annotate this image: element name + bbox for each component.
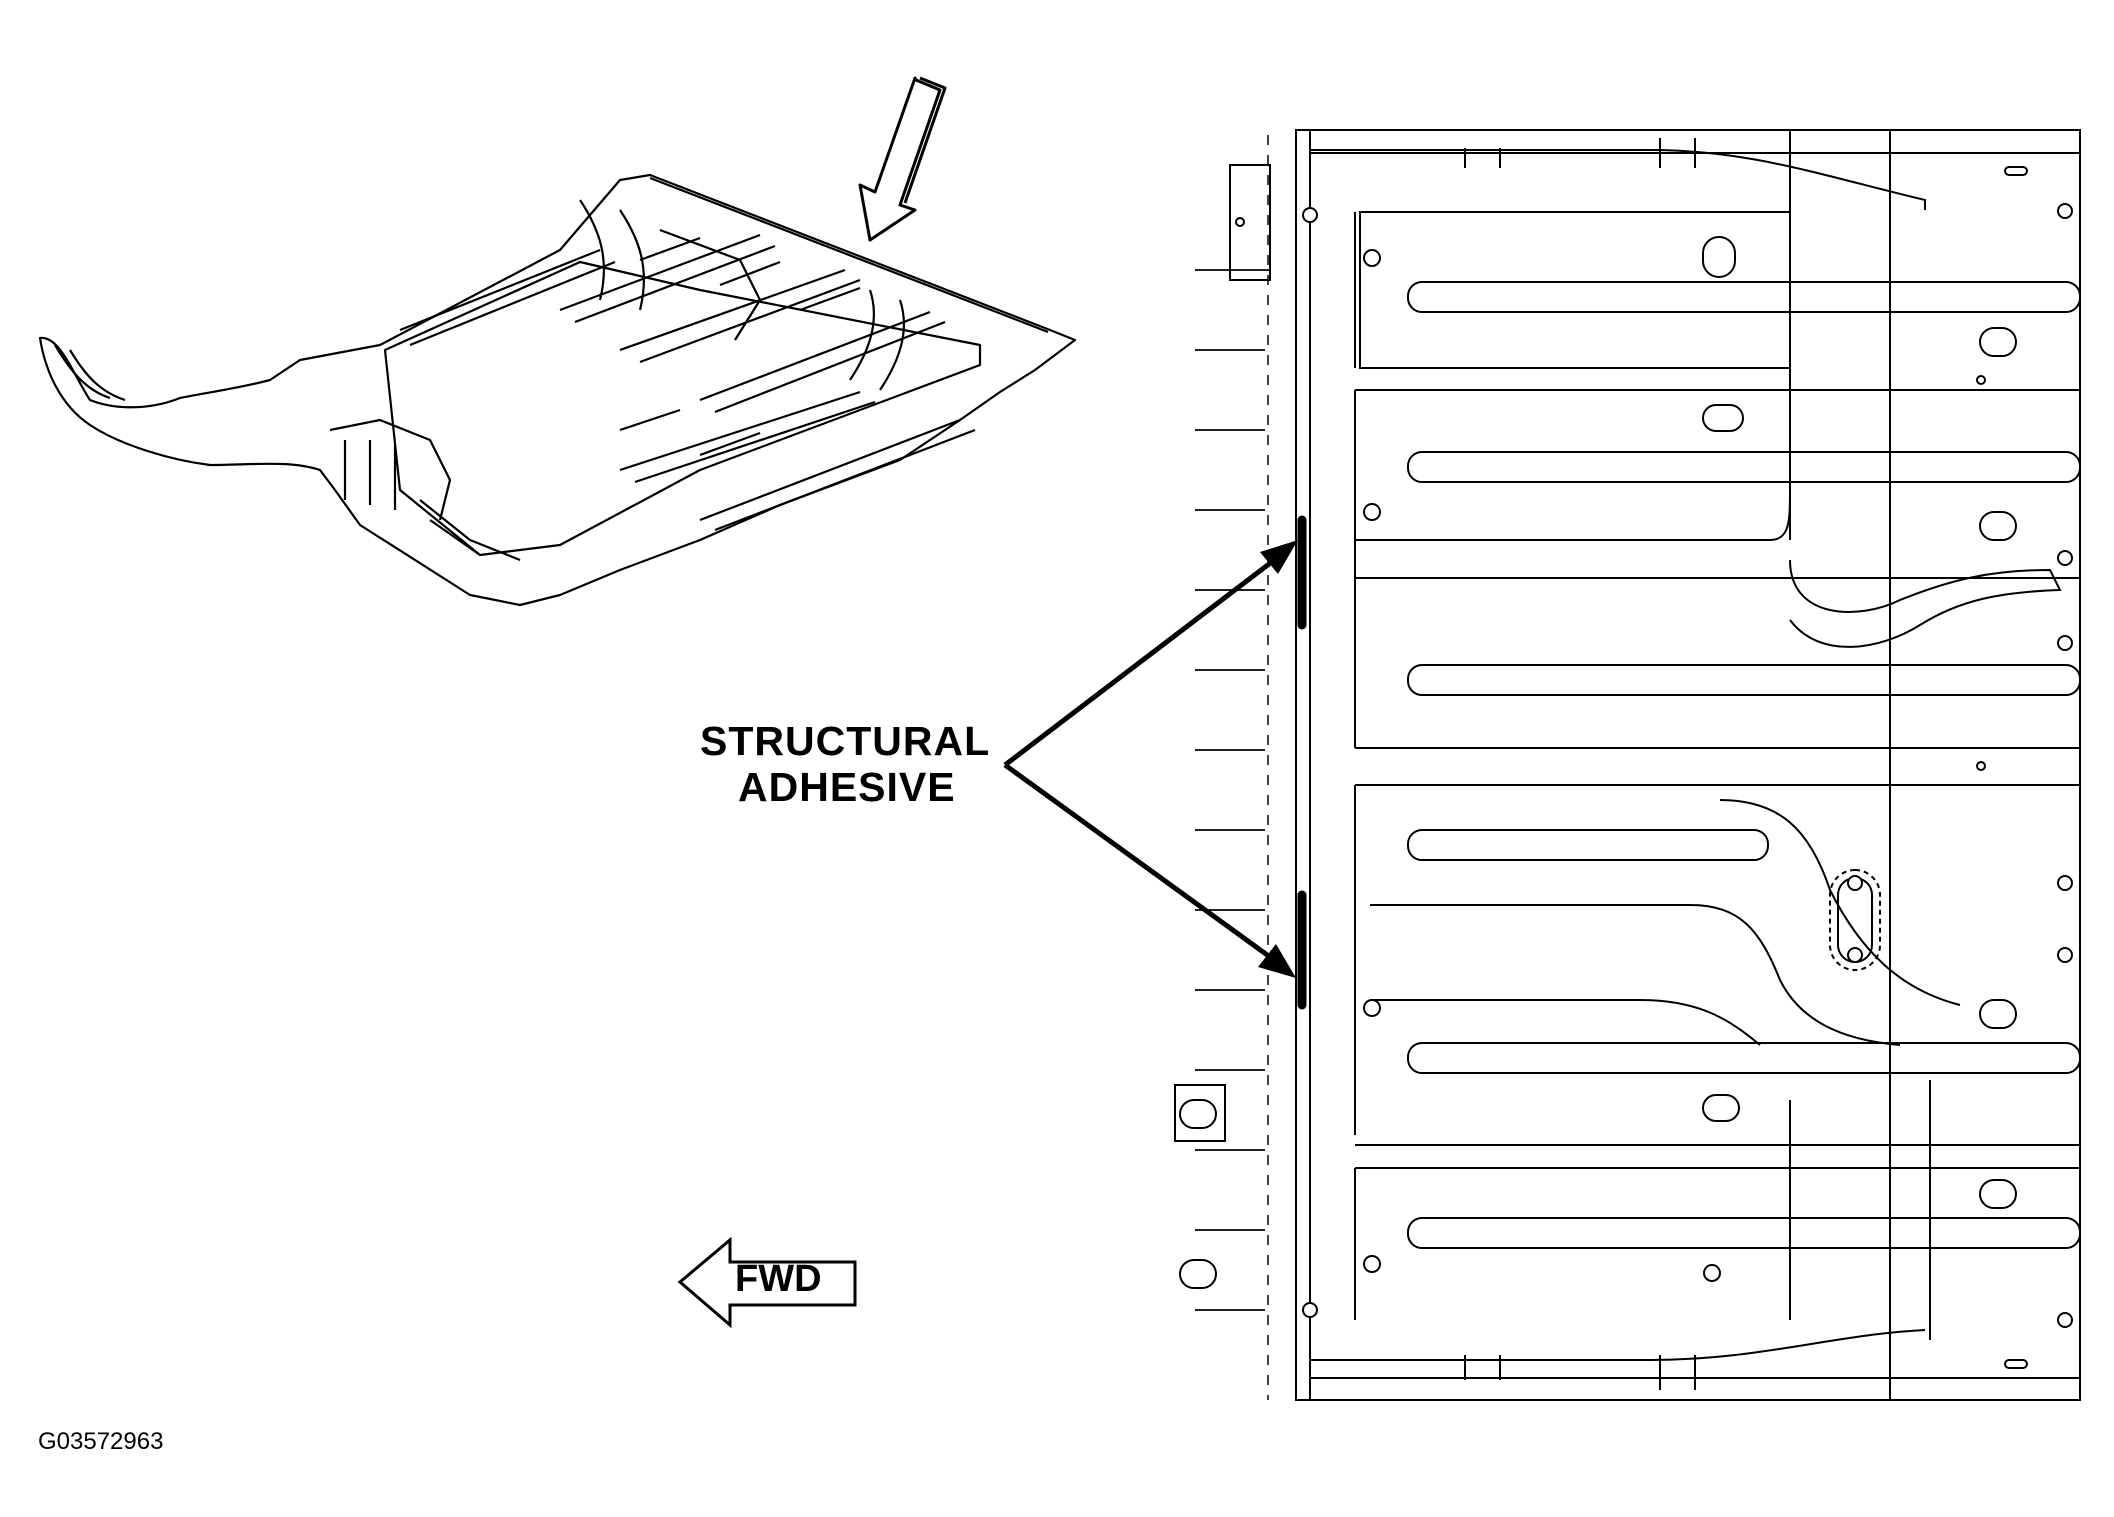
- fwd-arrow: [677, 1236, 857, 1329]
- mounting-holes: [1235, 203, 2073, 1328]
- arrow-heads: [1258, 540, 1298, 978]
- fwd-label: FWD: [735, 1258, 822, 1300]
- isometric-floor-pan: [38, 173, 1077, 607]
- callout-label-line2: ADHESIVE: [738, 764, 956, 810]
- floor-pan-plan-view: [1174, 129, 2081, 1401]
- view-direction-arrow: [858, 76, 947, 242]
- callout-label-line1: STRUCTURAL: [700, 718, 991, 764]
- callout-arrows: [1003, 546, 1292, 973]
- figure-id: G03572963: [38, 1428, 164, 1455]
